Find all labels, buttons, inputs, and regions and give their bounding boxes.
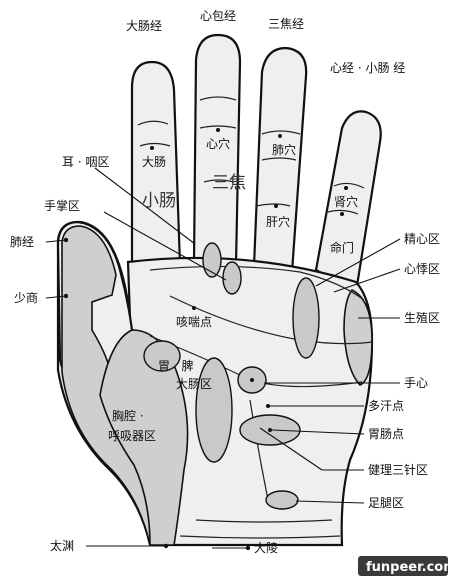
- label-daling: 大陵: [254, 541, 278, 555]
- label-mingmen: 命门: [330, 240, 354, 255]
- large-intestine-oval: [195, 357, 233, 463]
- label-large-intestine: 大肠: [142, 155, 166, 169]
- middle-finger: [192, 33, 242, 267]
- label-hand-center: 手心: [404, 376, 428, 390]
- ear-throat-zone-oval: [202, 242, 222, 278]
- label-ear-throat-zone: 耳 · 咽区: [62, 155, 109, 169]
- ring-finger: [252, 46, 308, 274]
- label-sanjiao-meridian: 三焦经: [268, 17, 304, 31]
- label-shaoshang: 少商: [14, 290, 38, 305]
- wrist-crease-2: [179, 535, 341, 539]
- wrist-crease-1: [195, 519, 333, 523]
- label-liver-point: 肝穴: [266, 214, 290, 229]
- label-heart-si-meridian: 心经 · 小肠 经: [330, 61, 405, 75]
- watermark: funpeer.com: [358, 556, 450, 576]
- leader-lines: [45, 167, 401, 549]
- label-kidney-point: 肾穴: [334, 194, 358, 209]
- little-finger: [314, 110, 382, 294]
- watermark-text: funpeer.com: [366, 560, 450, 575]
- hypothenar-shade: [343, 288, 373, 386]
- label-reproductive-zone: 生殖区: [404, 310, 440, 325]
- zones: [143, 242, 320, 510]
- label-pericardium-meridian: 心包经: [200, 9, 236, 23]
- thenar-shade: [99, 329, 189, 546]
- label-large-intestine-zone: 大肠区: [176, 377, 212, 391]
- point-dots: [63, 128, 348, 551]
- label-large-intestine-meridian: 大肠经: [126, 19, 162, 33]
- jingxin-zone-oval: [292, 277, 320, 359]
- label-chest-respiratory-1: 胸腔 ·: [112, 408, 144, 423]
- stomach-spleen-oval: [143, 340, 181, 372]
- label-jianli-sanzhen: 健理三针区: [368, 462, 428, 477]
- index-finger: [130, 60, 182, 270]
- label-palm-zone: 手掌区: [44, 199, 80, 213]
- shaded-areas: [61, 225, 373, 546]
- label-jingxin-zone: 精心区: [404, 232, 440, 246]
- labels: 大肠经 心包经 三焦经 心经 · 小肠 经 大肠 心穴 肺穴 肾穴 肝穴 命门 …: [10, 9, 440, 555]
- heart-line: [149, 265, 365, 301]
- label-xinhan-zone: 心悸区: [404, 262, 440, 276]
- label-taiyuan: 太渊: [50, 538, 74, 553]
- label-stomach-spleen: 胃 · 脾: [158, 358, 193, 373]
- palm-vertical-line: [249, 399, 269, 501]
- finger-creases: [137, 96, 365, 215]
- handwriting-sanjiao: 三焦: [212, 173, 246, 193]
- foot-leg-oval: [265, 490, 299, 510]
- label-lung-point: 肺穴: [272, 142, 296, 157]
- label-chest-respiratory-2: 呼吸器区: [108, 429, 156, 443]
- label-lung-meridian: 肺经: [10, 235, 34, 249]
- label-cough-point: 咳喘点: [176, 315, 212, 329]
- label-sweat-point: 多汗点: [368, 399, 404, 413]
- ear-throat-zone-oval-2: [222, 261, 242, 295]
- label-foot-leg-zone: 足腿区: [368, 496, 404, 510]
- label-stomach-intestine-point: 胃肠点: [368, 427, 404, 441]
- label-heart-point: 心穴: [206, 136, 230, 151]
- handwriting-small-intestine: 小肠: [142, 191, 176, 211]
